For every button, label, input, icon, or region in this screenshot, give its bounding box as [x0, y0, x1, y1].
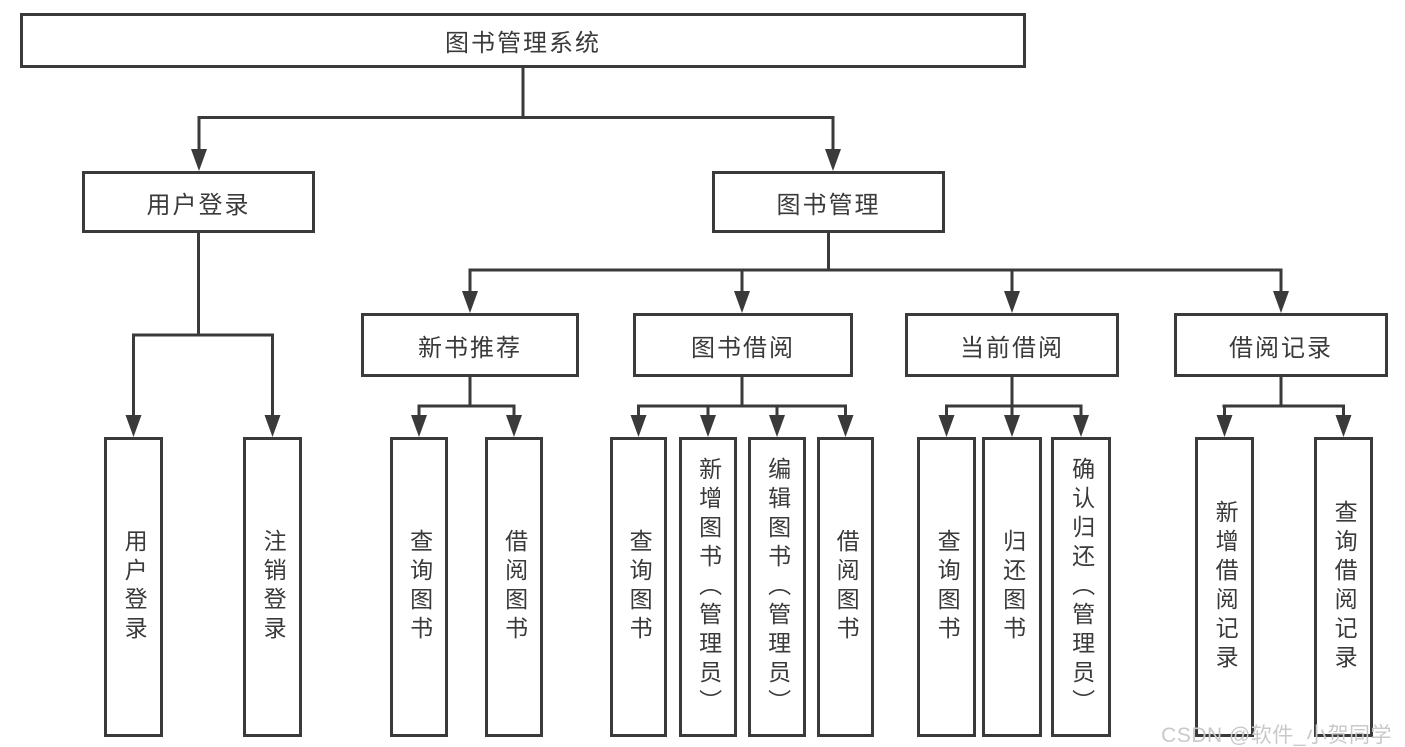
- leaf-records-query-record-label: 查询借阅记录: [1331, 500, 1358, 674]
- connector-user-login-to-leaves: [125, 233, 281, 437]
- leaf-current-confirm-return-admin: 确认归还（管理员）: [1051, 437, 1111, 737]
- leaf-borrow-edit-books-admin-label: 编辑图书（管理员）: [764, 456, 791, 718]
- leaf-borrow-borrow-books-label: 借阅图书: [833, 529, 860, 645]
- leaf-current-query-books: 查询图书: [917, 437, 976, 737]
- leaf-recommend-borrow-books: 借阅图书: [485, 437, 543, 737]
- connector-book-borrow-to-leaves: [630, 377, 854, 437]
- node-book-management-branch: 图书管理: [712, 171, 945, 233]
- leaf-user-login-label: 用户登录: [121, 529, 148, 645]
- leaf-current-return-books: 归还图书: [982, 437, 1042, 737]
- leaf-user-login: 用户登录: [104, 437, 163, 737]
- connector-root-to-branches: [191, 68, 841, 171]
- leaf-logout-label: 注销登录: [260, 529, 287, 645]
- node-current-borrow: 当前借阅: [905, 313, 1119, 377]
- leaf-borrow-query-books: 查询图书: [610, 437, 667, 737]
- leaf-logout: 注销登录: [243, 437, 302, 737]
- csdn-watermark: CSDN @软件_小贺同学: [1161, 724, 1392, 747]
- leaf-borrow-borrow-books: 借阅图书: [817, 437, 874, 737]
- leaf-borrow-add-books-admin: 新增图书（管理员）: [679, 437, 737, 737]
- node-root-system: 图书管理系统: [20, 13, 1026, 68]
- leaf-borrow-query-books-label: 查询图书: [626, 529, 653, 645]
- node-borrow-records: 借阅记录: [1174, 313, 1388, 377]
- leaf-records-add-record: 新增借阅记录: [1195, 437, 1254, 737]
- leaf-borrow-edit-books-admin: 编辑图书（管理员）: [748, 437, 806, 737]
- node-new-book-recommend: 新书推荐: [361, 313, 579, 377]
- connector-book-management-to-groups: [462, 233, 1289, 313]
- leaf-borrow-add-books-admin-label: 新增图书（管理员）: [695, 456, 722, 718]
- connector-current-borrow-to-leaves: [938, 377, 1089, 437]
- leaf-recommend-borrow-books-label: 借阅图书: [501, 529, 528, 645]
- leaf-current-return-books-label: 归还图书: [999, 529, 1026, 645]
- node-book-borrow: 图书借阅: [633, 313, 853, 377]
- leaf-recommend-query-books-label: 查询图书: [406, 529, 433, 645]
- connector-new-book-recommend-to-leaves: [411, 377, 522, 437]
- leaf-recommend-query-books: 查询图书: [390, 437, 448, 737]
- leaf-records-add-record-label: 新增借阅记录: [1212, 500, 1239, 674]
- leaf-records-query-record: 查询借阅记录: [1314, 437, 1373, 737]
- leaf-current-query-books-label: 查询图书: [934, 529, 961, 645]
- connector-borrow-records-to-leaves: [1216, 377, 1352, 437]
- leaf-current-confirm-return-admin-label: 确认归还（管理员）: [1068, 456, 1095, 718]
- node-user-login-branch: 用户登录: [82, 171, 315, 233]
